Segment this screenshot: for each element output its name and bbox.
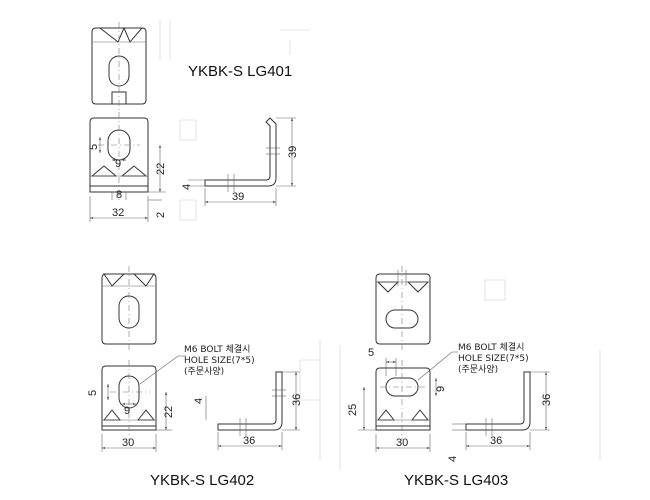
lg403-dim-height: 25 [347, 404, 359, 416]
lg403-front-view [375, 266, 431, 350]
lg403-dim-width: 30 [396, 437, 408, 449]
lg403-note-line-2: HOLE SIZE(7*5) [458, 354, 529, 364]
lg403-dim-side-height: 36 [541, 394, 553, 406]
lg402-note-line-1: M6 BOLT 체결시 [184, 344, 250, 355]
lg401-plan-view [89, 112, 166, 222]
lg403-note-line-3: (주문사양) [458, 364, 498, 375]
lg401-dim-side-thickness: 4 [181, 184, 193, 190]
lg402-dim-slot-height: 5 [87, 390, 99, 396]
lg401-title: YKBK-S LG401 [188, 63, 292, 80]
lg403-dim-side-thickness: 4 [447, 456, 459, 462]
lg402-plan-view [101, 355, 186, 452]
lg401-dim-bottom-slot: 8 [116, 189, 122, 201]
lg401-dim-slot-width: 9 [115, 158, 121, 170]
lg403-side-view [452, 371, 550, 450]
lg403-note-line-1: M6 BOLT 체결시 [458, 342, 524, 353]
background-ghost-lines [159, 20, 601, 470]
lg401-dim-side-height: 39 [287, 146, 299, 158]
lg401-dim-side-length: 39 [232, 191, 244, 203]
lg403-title: YKBK-S LG403 [404, 472, 508, 489]
lg402-dim-side-length: 36 [243, 435, 255, 447]
lg401-dim-height: 22 [155, 163, 167, 175]
lg402-dim-side-height: 36 [291, 394, 303, 406]
lg401-dim-width: 32 [112, 207, 124, 219]
lg402-side-view [205, 371, 300, 450]
lg402-note: M6 BOLT 체결시 HOLE SIZE(7*5) (주문사양) [184, 344, 255, 377]
lg403-dim-side-length: 36 [490, 435, 502, 447]
lg402-note-line-2: HOLE SIZE(7*5) [184, 356, 255, 366]
lg401-front-view [91, 22, 147, 110]
lg401-side-view [188, 117, 296, 206]
lg402-note-line-3: (주문사양) [184, 366, 224, 377]
lg403-plan-view [358, 351, 458, 452]
lg403-note: M6 BOLT 체결시 HOLE SIZE(7*5) (주문사양) [458, 342, 529, 375]
lg402-dim-slot-width: 9 [124, 405, 130, 417]
lg401-dim-thickness: 2 [155, 212, 167, 218]
lg402-title: YKBK-S LG402 [150, 472, 254, 489]
lg401-dim-slot-height: 5 [88, 144, 100, 150]
lg402-dim-width: 30 [122, 437, 134, 449]
lg402-dim-height: 22 [163, 406, 175, 418]
lg402-front-view [101, 266, 157, 350]
lg403-dim-slot-width: 5 [368, 347, 374, 359]
lg403-dim-slot-height: 9 [435, 386, 447, 392]
lg402-dim-side-offset: 4 [193, 398, 205, 404]
